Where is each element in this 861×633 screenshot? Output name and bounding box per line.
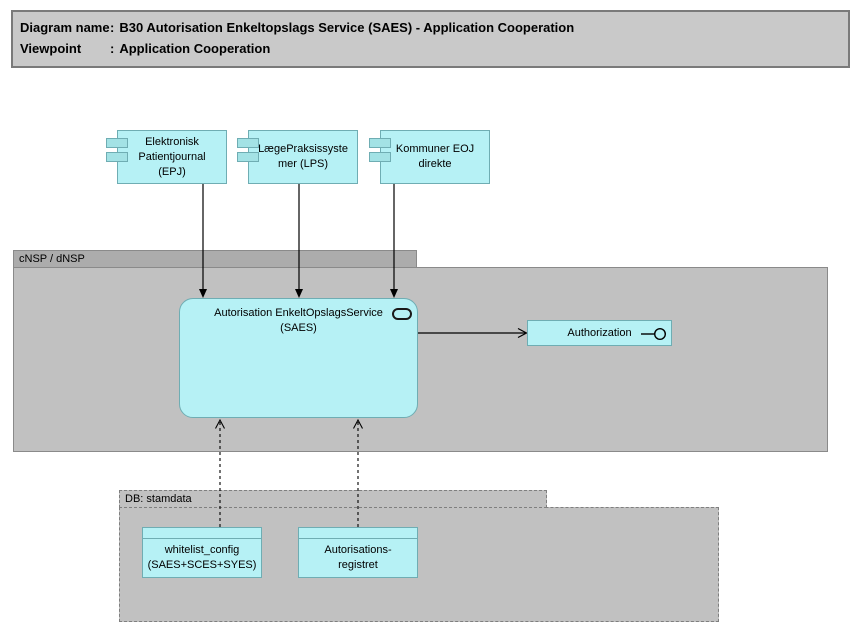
label-line: registret	[338, 559, 378, 571]
component-icon	[237, 138, 259, 166]
data-object-header-bar	[299, 528, 417, 539]
title-label: Viewpoint	[20, 41, 82, 56]
component-icon	[106, 138, 128, 166]
app-service-saes[interactable]: Autorisation EnkeltOpslagsService (SAES)	[179, 298, 418, 418]
interface-authorization[interactable]: Authorization	[527, 320, 672, 346]
label-line: Elektronisk	[145, 135, 199, 148]
title-separator: :	[110, 41, 115, 56]
label-line: (EPJ)	[158, 165, 186, 178]
label-line: Autorisation EnkeltOpslagsService	[214, 307, 383, 319]
app-component-epj[interactable]: Elektronisk Patientjournal (EPJ)	[106, 130, 227, 184]
title-label: Diagram name	[20, 20, 110, 35]
label-line: (SAES+SCES+SYES)	[147, 559, 257, 571]
label-line: mer (LPS)	[277, 158, 329, 170]
label-line: (SAES)	[280, 322, 317, 334]
title-row-diagram-name: Diagram name: B30 Autorisation Enkeltopsl…	[20, 17, 848, 38]
group-cnsp-dnsp-tab[interactable]: cNSP / dNSP	[13, 250, 417, 268]
group-db-stamdata-tab[interactable]: DB: stamdata	[119, 490, 547, 508]
service-oval-icon	[392, 308, 412, 320]
interface-authorization-label: Authorization	[567, 326, 632, 339]
label-line: Autorisations-	[324, 544, 392, 556]
data-object-autorisationsregistret-label: Autorisations- registret	[299, 539, 417, 577]
data-object-whitelist-label: whitelist_config (SAES+SCES+SYES)	[143, 539, 261, 577]
data-object-autorisationsregistret[interactable]: Autorisations- registret	[298, 527, 418, 578]
title-value: B30 Autorisation Enkeltopslags Service (…	[119, 20, 575, 35]
label-line: Kommuner EOJ	[395, 143, 475, 155]
interface-lollipop-icon	[641, 327, 667, 341]
label-line: whitelist_config	[164, 544, 240, 556]
diagram-title-block: Diagram name: B30 Autorisation Enkeltopsl…	[11, 10, 850, 68]
app-component-kommuner-eoj[interactable]: Kommuner EOJ direkte	[369, 130, 490, 184]
title-row-viewpoint: Viewpoint: Application Cooperation	[20, 38, 848, 59]
app-service-saes-label: Autorisation EnkeltOpslagsService (SAES)	[180, 306, 417, 336]
component-icon	[369, 138, 391, 166]
label-line: direkte	[418, 158, 452, 170]
app-component-epj-label: Elektronisk Patientjournal (EPJ)	[118, 135, 226, 180]
group-db-stamdata-label: DB: stamdata	[125, 493, 192, 505]
data-object-header-bar	[143, 528, 261, 539]
app-component-lps-label: LægePraksissyste mer (LPS)	[249, 142, 357, 172]
data-object-whitelist-config[interactable]: whitelist_config (SAES+SCES+SYES)	[142, 527, 262, 578]
title-separator: :	[110, 20, 115, 35]
group-cnsp-dnsp-label: cNSP / dNSP	[19, 253, 85, 265]
title-value: Application Cooperation	[119, 41, 271, 56]
group-cnsp-dnsp-body	[13, 267, 828, 452]
label-line: LægePraksissyste	[258, 143, 348, 155]
app-component-kommuner-label: Kommuner EOJ direkte	[381, 142, 489, 172]
label-line: Patientjournal	[138, 150, 206, 163]
app-component-lps[interactable]: LægePraksissyste mer (LPS)	[237, 130, 358, 184]
